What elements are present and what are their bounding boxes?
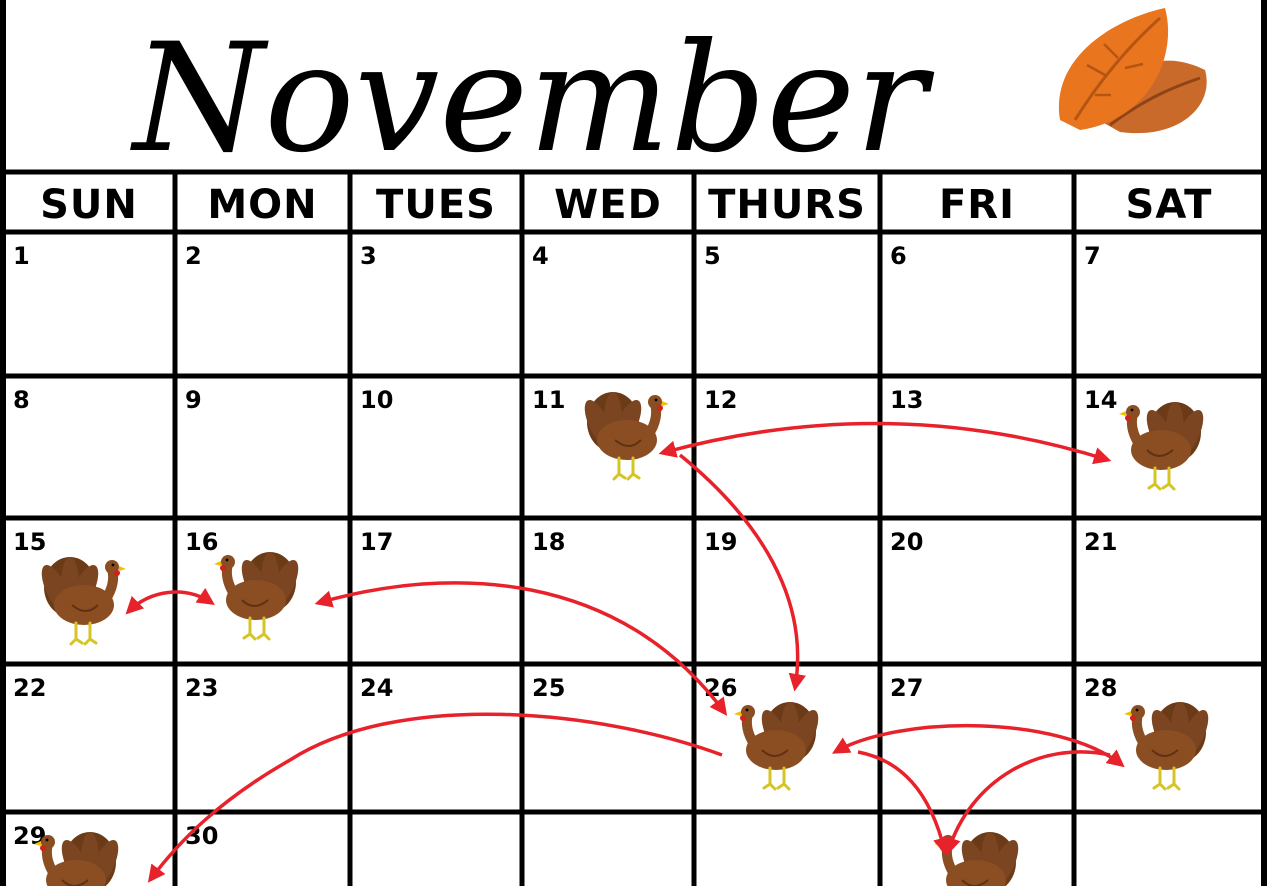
turkey-icon <box>36 557 126 644</box>
weekday-label-fri: FRI <box>939 182 1015 228</box>
day-number: 23 <box>185 674 218 702</box>
turkey-icon <box>214 552 304 639</box>
day-number: 28 <box>1084 674 1117 702</box>
day-number: 16 <box>185 528 218 556</box>
turkey-icon <box>1119 402 1209 489</box>
day-number: 17 <box>360 528 393 556</box>
day-number: 15 <box>13 528 46 556</box>
day-number: 22 <box>13 674 46 702</box>
day-number: 26 <box>704 674 737 702</box>
turkey-icon <box>734 702 824 789</box>
day-number: 25 <box>532 674 565 702</box>
day-number: 4 <box>532 242 549 270</box>
weekday-header-row: SUN MON TUES WED THURS FRI SAT <box>40 182 1213 228</box>
day-number: 11 <box>532 386 565 414</box>
day-number: 13 <box>890 386 923 414</box>
weekday-label-thurs: THURS <box>708 182 866 228</box>
weekday-label-mon: MON <box>207 182 317 228</box>
month-title: November <box>130 12 935 186</box>
day-number: 18 <box>532 528 565 556</box>
weekday-label-sun: SUN <box>40 182 138 228</box>
day-number: 9 <box>185 386 202 414</box>
day-number: 1 <box>13 242 30 270</box>
day-number: 10 <box>360 386 393 414</box>
weekday-label-sat: SAT <box>1126 182 1213 228</box>
turkey-icon <box>1124 702 1214 789</box>
turkey-icon <box>934 832 1024 886</box>
day-number: 7 <box>1084 242 1101 270</box>
weekday-label-tues: TUES <box>376 182 496 228</box>
day-number: 5 <box>704 242 721 270</box>
day-number: 20 <box>890 528 923 556</box>
day-number: 19 <box>704 528 737 556</box>
movement-arrows <box>125 421 1125 883</box>
turkey-icon <box>579 392 669 479</box>
day-number: 30 <box>185 822 218 850</box>
day-number: 2 <box>185 242 202 270</box>
day-number: 8 <box>13 386 30 414</box>
turkey-icon <box>34 832 124 886</box>
day-number: 24 <box>360 674 393 702</box>
day-number: 12 <box>704 386 737 414</box>
weekday-label-wed: WED <box>554 182 662 228</box>
day-number: 14 <box>1084 386 1117 414</box>
day-number: 6 <box>890 242 907 270</box>
autumn-leaves-icon <box>1058 8 1207 134</box>
day-number: 3 <box>360 242 377 270</box>
day-number: 27 <box>890 674 923 702</box>
day-number: 21 <box>1084 528 1117 556</box>
